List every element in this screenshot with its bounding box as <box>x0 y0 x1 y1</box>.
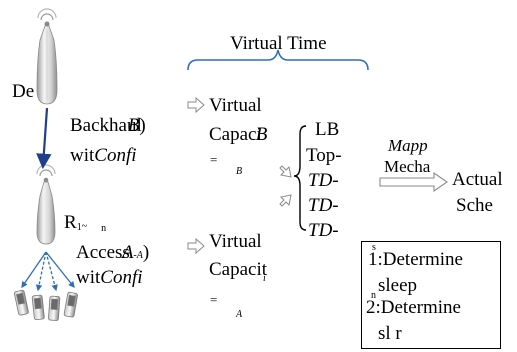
lb-top: Top- <box>306 145 342 166</box>
hollow-arrow-top <box>187 96 205 114</box>
vc-top-eq: = <box>210 152 218 167</box>
hollow-arrow-diag-down <box>279 165 292 178</box>
steps-box <box>361 241 501 349</box>
vc-bottom-line2: Capaciti <box>209 259 268 284</box>
lb-td-1: TD- <box>308 170 339 191</box>
backhaul-arrow <box>36 107 52 170</box>
backhaul-line1: BackhaulB) <box>70 115 146 136</box>
step-1-line2: sleep <box>378 275 418 296</box>
actual-line2: Sche <box>456 195 493 216</box>
mapping-arrow <box>379 171 448 193</box>
relay-label: R1~n <box>64 212 107 234</box>
mapping-bottom: Mecha <box>384 157 431 176</box>
vc-top-sub: B <box>236 166 243 177</box>
user-devices-icon <box>13 289 78 321</box>
mapping-top: Mapp <box>388 136 428 155</box>
vc-bottom-line1: Virtual <box>209 231 262 252</box>
vc-bottom-eq: = <box>210 292 218 307</box>
virtual-time-title: Virtual Time <box>230 33 327 54</box>
access-line2: witConfii <box>76 267 143 288</box>
lb-td-3: TD- <box>308 220 339 241</box>
vc-top-line1: Virtual <box>209 95 262 116</box>
relay-tower-icon <box>36 164 56 245</box>
lb-label: LB <box>315 119 340 140</box>
vc-top-line2: CapaciB <box>209 124 268 145</box>
device-label: De <box>12 81 35 102</box>
access-line1: AccessA-A) <box>76 242 150 263</box>
vc-bottom-sub: A <box>236 309 243 320</box>
access-beams <box>21 251 75 292</box>
virtual-time-brace <box>187 49 369 71</box>
lb-td-2: TD- <box>308 195 339 216</box>
hollow-arrow-diag-up <box>279 194 292 207</box>
lb-brace <box>293 125 307 231</box>
actual-line1: Actual <box>452 169 503 190</box>
base-station-icon <box>36 8 58 105</box>
step-2-line2: sl r <box>378 323 402 344</box>
backhaul-line2: witConfi <box>70 145 137 166</box>
hollow-arrow-bottom <box>187 237 205 255</box>
